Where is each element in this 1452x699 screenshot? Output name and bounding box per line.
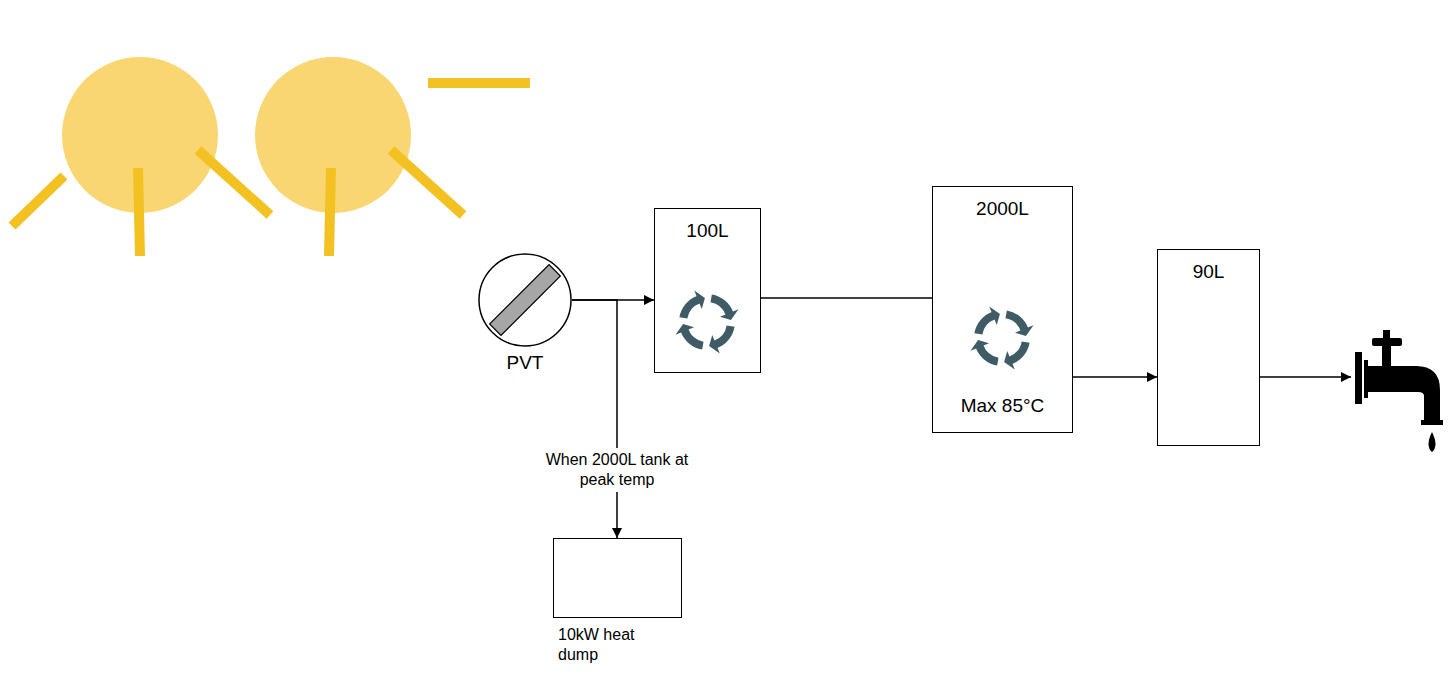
pvt-circle: [479, 254, 571, 346]
sun-left: [12, 57, 270, 256]
node-label: PVT: [507, 351, 544, 375]
node-note: Max 85°C: [933, 394, 1072, 418]
circulation-icon: [675, 290, 738, 353]
storage-tank: 2000L Max 85°C: [932, 186, 1073, 433]
pipe-connector: [1073, 376, 1157, 378]
sun-right: [255, 57, 530, 256]
pvt-circle-outline: [478, 253, 572, 347]
dhw-tank: 90L: [1157, 249, 1260, 446]
node-label: 2000L: [933, 197, 1072, 221]
node-label: 100L: [655, 219, 760, 243]
node-label: 90L: [1158, 260, 1259, 284]
pvt-panel: [490, 265, 561, 336]
buffer-tank: 100L: [654, 208, 761, 373]
pipe-connector: [761, 297, 932, 299]
heat-dump-box: 10kW heat dump: [553, 538, 682, 618]
condition-note: When 2000L tank at peak temp: [538, 448, 696, 492]
circulation-icon: [970, 306, 1033, 369]
outlet-arrow: [1260, 376, 1351, 378]
pipe-connector: [572, 300, 617, 538]
node-label: 10kW heat dump: [558, 625, 658, 665]
tap-icon: [1355, 330, 1443, 452]
pvt-collector: PVT: [478, 253, 572, 347]
